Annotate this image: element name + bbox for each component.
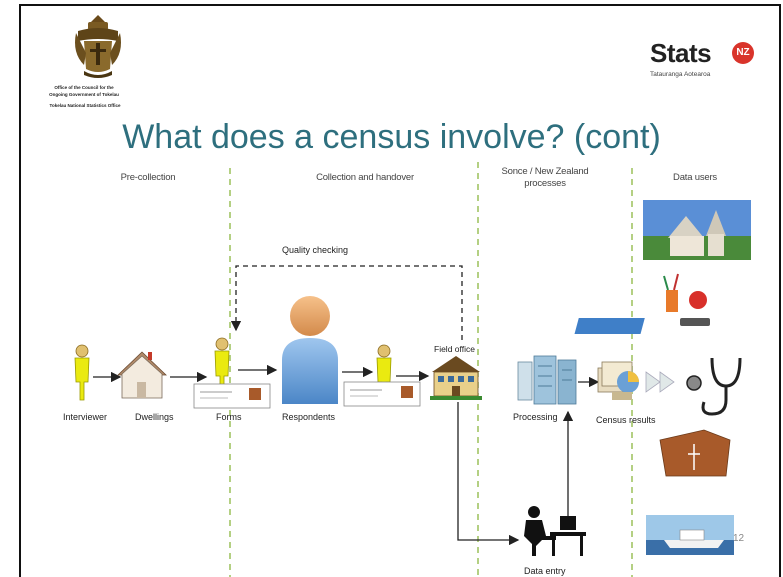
nz-badge-text: NZ [736, 47, 750, 58]
slide-frame [19, 4, 781, 577]
school-supplies-image [574, 273, 710, 334]
processing-label: Processing [513, 412, 558, 422]
interviewer-person-icon [74, 344, 90, 401]
form-icon-2 [343, 381, 421, 407]
respondent-icon [282, 296, 338, 404]
stethoscope-image [686, 357, 742, 416]
interviewer-label: Interviewer [63, 412, 108, 422]
crest-line-2: Ongoing Government of Tokelau [49, 92, 119, 97]
arrow-icon [645, 371, 675, 393]
column-data-users: Data users [673, 172, 717, 183]
stats-nz-logo: Stats [650, 38, 712, 68]
house-icon [117, 351, 167, 399]
data-entry-icon [524, 506, 586, 556]
nz-badge: NZ [732, 42, 754, 64]
column-processes-line-1: Sonce / New Zealand [501, 166, 589, 177]
census-results-label: Census results [596, 415, 656, 425]
bag-image [659, 429, 731, 477]
quality-loop [230, 265, 463, 340]
church-image [643, 200, 751, 260]
to-data-entry-arrow [457, 402, 520, 546]
field-office-icon [430, 356, 482, 400]
form-icon-1 [193, 383, 271, 409]
slide-title: What does a census involve? (cont) [122, 118, 661, 156]
column-collection: Collection and handover [316, 172, 414, 183]
stats-nz-subtitle: Tatauranga Aotearoa [650, 71, 711, 78]
forms-label: Forms [216, 412, 242, 422]
processing-server-icon [517, 355, 577, 405]
page-number: 12 [733, 533, 745, 544]
crest-icon [75, 15, 121, 78]
quality-checking-label: Quality checking [282, 245, 349, 255]
census-results-icon [597, 361, 639, 400]
crest-line-1: Office of the Council for the [54, 85, 114, 90]
column-pre-collection: Pre-collection [120, 172, 176, 183]
data-entry-label: Data entry [524, 566, 566, 576]
dwellings-label: Dwellings [135, 412, 174, 422]
field-office-label: Field office [434, 344, 475, 354]
column-processes-line-2: processes [524, 178, 566, 189]
crest-line-3: Tokelau National Statistics Office [49, 103, 121, 108]
boat-image [646, 515, 734, 555]
respondents-label: Respondents [282, 412, 336, 422]
